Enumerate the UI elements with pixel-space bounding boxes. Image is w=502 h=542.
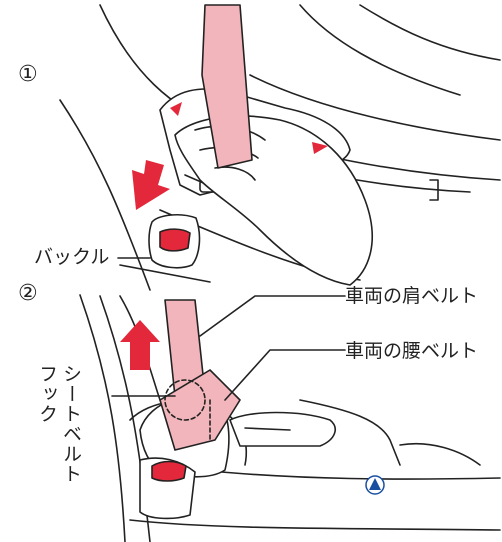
label-shoulder-belt: 車両の肩ベルト (345, 287, 478, 306)
buckle-button-2 (152, 462, 186, 482)
panel-1 (60, 5, 500, 290)
arrow-down-icon (132, 160, 170, 210)
step-number-2: ② (18, 283, 38, 305)
warning-triangle-icon (366, 476, 384, 494)
label-buckle: バックル (34, 248, 109, 267)
arrow-up-icon (120, 320, 160, 370)
label-seatbelt-hook-line2: フック (36, 364, 56, 424)
label-seatbelt-hook-line1: シートベルト (60, 364, 80, 484)
label-lap-belt: 車両の腰ベルト (345, 342, 478, 361)
step-number-1: ① (18, 64, 38, 86)
buckle-button (160, 229, 190, 251)
